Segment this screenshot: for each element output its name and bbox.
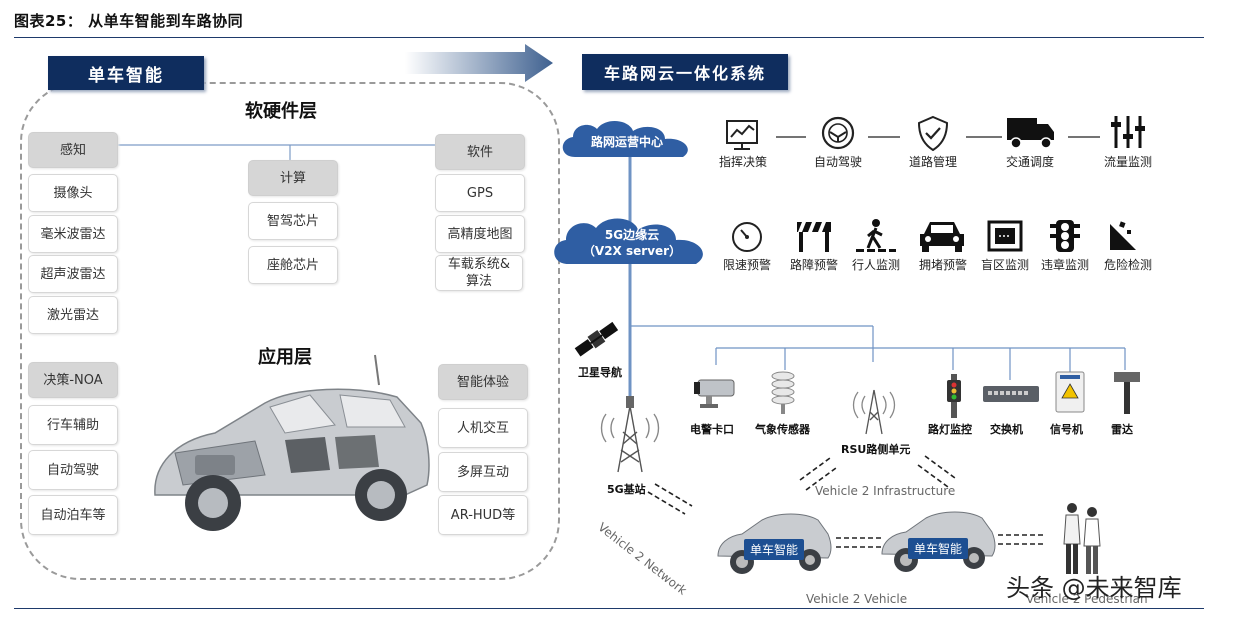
perception-item: 摄像头 [28,174,118,212]
satellite-icon [574,321,619,357]
satellite-label: 卫星导航 [578,366,622,379]
v2v-label: Vehicle 2 Vehicle [806,592,908,606]
row2-label: 违章监测 [1040,258,1089,272]
operations-center-label: 路网运营中心 [590,135,663,149]
rockfall-icon [1110,221,1136,250]
operations-center-cloud-icon [562,120,688,157]
app-layer-title: 应用层 [258,347,312,368]
row2-label: 路障预警 [789,258,838,272]
weather-sensor-icon [771,371,795,414]
experience-item: 人机交互 [438,408,528,448]
shield-check-icon [917,115,949,152]
pedestrians-illustration [1063,503,1101,574]
speedometer-icon [732,222,762,252]
experience-head: 智能体验 [438,364,528,400]
row2-label: 限速预警 [722,258,771,272]
watermark: 头条 @未来智库 [1006,574,1182,602]
device-label: 电警卡口 [690,423,734,436]
compute-item: 智驾芯片 [248,202,338,240]
edge-cloud-label-1: 5G边缘云 [604,228,660,242]
row1-label: 自动驾驶 [813,155,862,169]
vehicle-road-cloud-tag: 车路网云一体化系统 [582,54,788,90]
device-label: 雷达 [1111,423,1133,436]
v2i-label: Vehicle 2 Infrastructure [815,484,956,498]
traffic-camera-icon [694,379,735,408]
device-label: 气象传感器 [755,423,810,436]
row2-label: 拥堵预警 [918,258,967,272]
bottom-rule [14,608,1204,609]
edge-cloud-icon [554,218,703,264]
experience-item: 多屏互动 [438,452,528,492]
compute-item: 座舱芯片 [248,246,338,284]
traffic-light-icon [1050,220,1080,252]
rsu-antenna-icon [852,389,896,435]
perception-head: 感知 [28,132,118,168]
compute-head: 计算 [248,160,338,196]
perception-item: 超声波雷达 [28,255,118,293]
truck-icon [1007,118,1054,149]
network-switch-icon [983,386,1039,402]
base-station-label: 5G基站 [607,483,646,496]
decision-item: 自动泊车等 [28,495,118,535]
road-barrier-icon [797,222,831,252]
cutaway-car-illustration [154,354,430,531]
software-item: GPS [435,174,525,212]
sliders-icon [1111,116,1145,148]
row2-label: 危险检测 [1103,258,1152,272]
software-item: 车载系统&算法 [435,255,523,291]
single-vehicle-tag: 单车智能 [48,56,204,90]
blind-zone-icon [987,220,1023,252]
row1-label: 道路管理 [908,155,957,169]
experience-item: AR-HUD等 [438,495,528,535]
radar-device-icon [1114,372,1140,414]
tree-connector [116,144,435,160]
software-head: 软件 [435,134,525,170]
car-tag-1: 单车智能 [744,539,805,560]
device-label: RSU路侧单元 [841,443,911,456]
device-label: 交换机 [990,423,1023,436]
monitor-chart-icon [726,120,758,150]
row1-label: 交通调度 [1005,155,1054,169]
progression-arrow-icon [405,44,553,82]
top-rule [14,37,1204,38]
street-light-monitor-icon [947,374,961,418]
edge-cloud-label-2: （V2X server） [582,244,682,258]
car-tag-2: 单车智能 [908,538,969,559]
device-label: 信号机 [1050,423,1083,436]
hardware-layer-title: 软硬件层 [245,101,317,122]
device-label: 路灯监控 [928,423,972,436]
signal-controller-icon [1055,371,1085,413]
decision-item: 行车辅助 [28,405,118,445]
perception-item: 毫米波雷达 [28,215,118,253]
car-front-icon [920,222,964,252]
row1-label: 流量监测 [1103,155,1152,169]
single-vehicle-panel [20,82,560,580]
decision-head: 决策-NOA [28,362,118,398]
v2p-label: Vehicle 2 Pedestrian [1026,592,1148,606]
row2-label: 行人监测 [851,258,900,272]
row2-label: 盲区监测 [980,258,1029,272]
perception-item: 激光雷达 [28,296,118,334]
figure-title: 图表25： 从单车智能到车路协同 [14,12,244,30]
steering-wheel-icon [821,116,855,150]
base-station-tower-icon [600,396,660,473]
pedestrian-icon [856,219,896,252]
row1-label: 指挥决策 [718,155,767,169]
software-item: 高精度地图 [435,215,525,253]
decision-item: 自动驾驶 [28,450,118,490]
